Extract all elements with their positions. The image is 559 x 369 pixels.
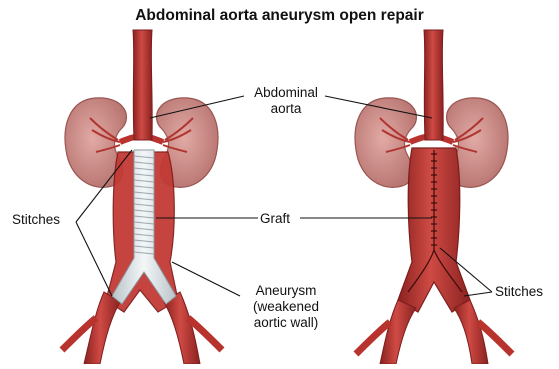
left-figure	[62, 30, 222, 364]
label-aneurysm-line3: aortic wall)	[240, 315, 332, 331]
label-aneurysm: Aneurysm (weakened aortic wall)	[240, 283, 332, 331]
label-abdominal-aorta: Abdominal aorta	[244, 85, 328, 117]
leader-aneurysm	[172, 262, 240, 296]
label-abdominal-aorta-line2: aorta	[244, 101, 328, 117]
label-stitches-right: Stitches	[495, 284, 543, 300]
right-figure	[355, 30, 512, 364]
leader-stitches-left-bottom	[76, 222, 112, 296]
right-kidney-left	[355, 98, 416, 187]
label-abdominal-aorta-line1: Abdominal	[244, 85, 328, 101]
diagram-title: Abdominal aorta aneurysm open repair	[0, 7, 559, 25]
label-graft: Graft	[260, 211, 290, 227]
label-stitches-left: Stitches	[12, 212, 60, 228]
label-aneurysm-line2: (weakened	[240, 299, 332, 315]
label-aneurysm-line1: Aneurysm	[240, 283, 332, 299]
